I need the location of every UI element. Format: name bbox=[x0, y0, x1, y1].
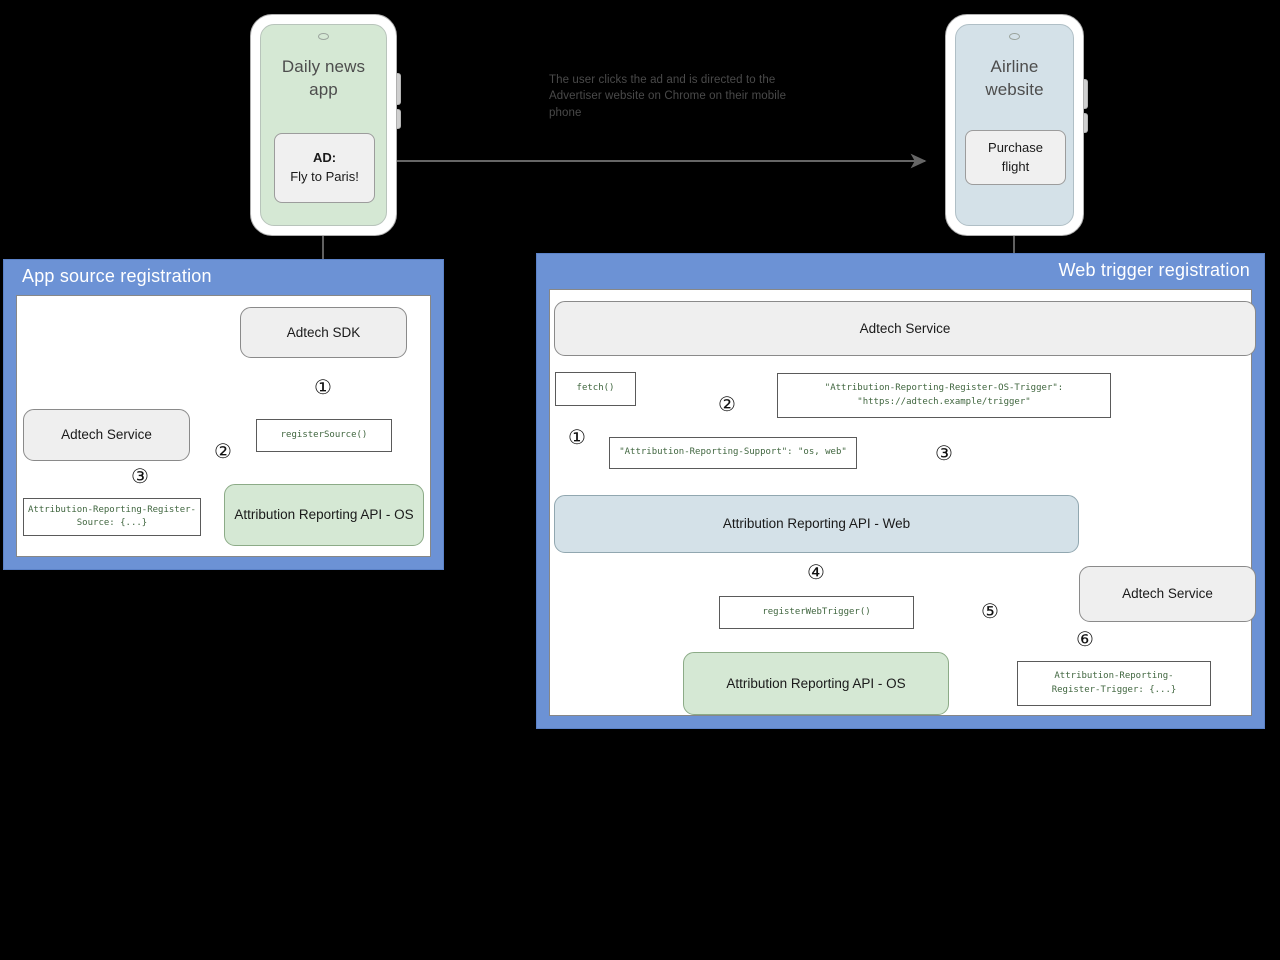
step-marker-6-right: ⑥ bbox=[1076, 627, 1094, 651]
ad-text: Fly to Paris! bbox=[290, 169, 359, 184]
panel-title-web-trigger: Web trigger registration bbox=[1058, 260, 1250, 280]
phone-title-daily-news: Daily news app bbox=[281, 57, 366, 99]
node-adtech-service-left[interactable]: Adtech Service bbox=[23, 409, 190, 461]
code-register-trigger-header: Attribution-Reporting- Register-Trigger:… bbox=[1017, 661, 1211, 706]
code-register-source-header: Attribution-Reporting-Register- Source: … bbox=[23, 498, 201, 536]
node-attribution-api-web[interactable]: Attribution Reporting API - Web bbox=[554, 495, 1079, 553]
step-marker-3-left: ③ bbox=[131, 464, 149, 488]
phone-daily-news: Daily news app AD: Fly to Paris! bbox=[250, 14, 401, 236]
step-marker-5-right: ⑤ bbox=[981, 599, 999, 623]
camera-notch-icon bbox=[1009, 33, 1020, 40]
step-marker-4-right: ④ bbox=[807, 560, 825, 584]
step-marker-2-right: ② bbox=[718, 392, 736, 416]
flow-caption: The user clicks the ad and is directed t… bbox=[549, 74, 787, 119]
node-adtech-sdk[interactable]: Adtech SDK bbox=[240, 307, 407, 358]
phone-airline-website: Airline website Purchase flight bbox=[945, 14, 1088, 236]
phone-screen-airline: Airline website bbox=[955, 24, 1074, 226]
node-adtech-service-bottom-right[interactable]: Adtech Service bbox=[1079, 566, 1256, 622]
node-attribution-api-os-right[interactable]: Attribution Reporting API - OS bbox=[683, 652, 949, 715]
code-register-web-trigger: registerWebTrigger() bbox=[719, 596, 914, 629]
code-attribution-support-header: "Attribution-Reporting-Support": "os, we… bbox=[609, 437, 857, 469]
phone-title-airline: Airline website bbox=[985, 57, 1044, 99]
step-marker-1-right: ① bbox=[568, 425, 586, 449]
node-adtech-service-top-right[interactable]: Adtech Service bbox=[554, 301, 1256, 356]
code-fetch: fetch() bbox=[555, 372, 636, 406]
flight-label: flight bbox=[1001, 158, 1030, 174]
code-register-os-trigger-header: "Attribution-Reporting-Register-OS-Trigg… bbox=[777, 373, 1111, 418]
step-marker-1-left: ① bbox=[314, 375, 332, 399]
camera-notch-icon bbox=[318, 33, 329, 40]
code-register-source: registerSource() bbox=[256, 419, 392, 452]
phone-volume-key-icon bbox=[397, 73, 401, 105]
phone-power-key-icon bbox=[1084, 113, 1088, 133]
node-attribution-api-os-left[interactable]: Attribution Reporting API - OS bbox=[224, 484, 424, 546]
ad-button-fly-to-paris[interactable]: AD: Fly to Paris! bbox=[274, 133, 375, 203]
step-marker-2-left: ② bbox=[214, 439, 232, 463]
step-marker-3-right: ③ bbox=[935, 441, 953, 465]
phone-volume-key-icon bbox=[1084, 79, 1088, 109]
ad-label: AD: bbox=[312, 150, 337, 166]
phone-power-key-icon bbox=[397, 109, 401, 129]
purchase-flight-button[interactable]: Purchase flight bbox=[965, 130, 1066, 185]
purchase-label: Purchase bbox=[988, 139, 1043, 155]
panel-title-app-source: App source registration bbox=[22, 266, 212, 286]
